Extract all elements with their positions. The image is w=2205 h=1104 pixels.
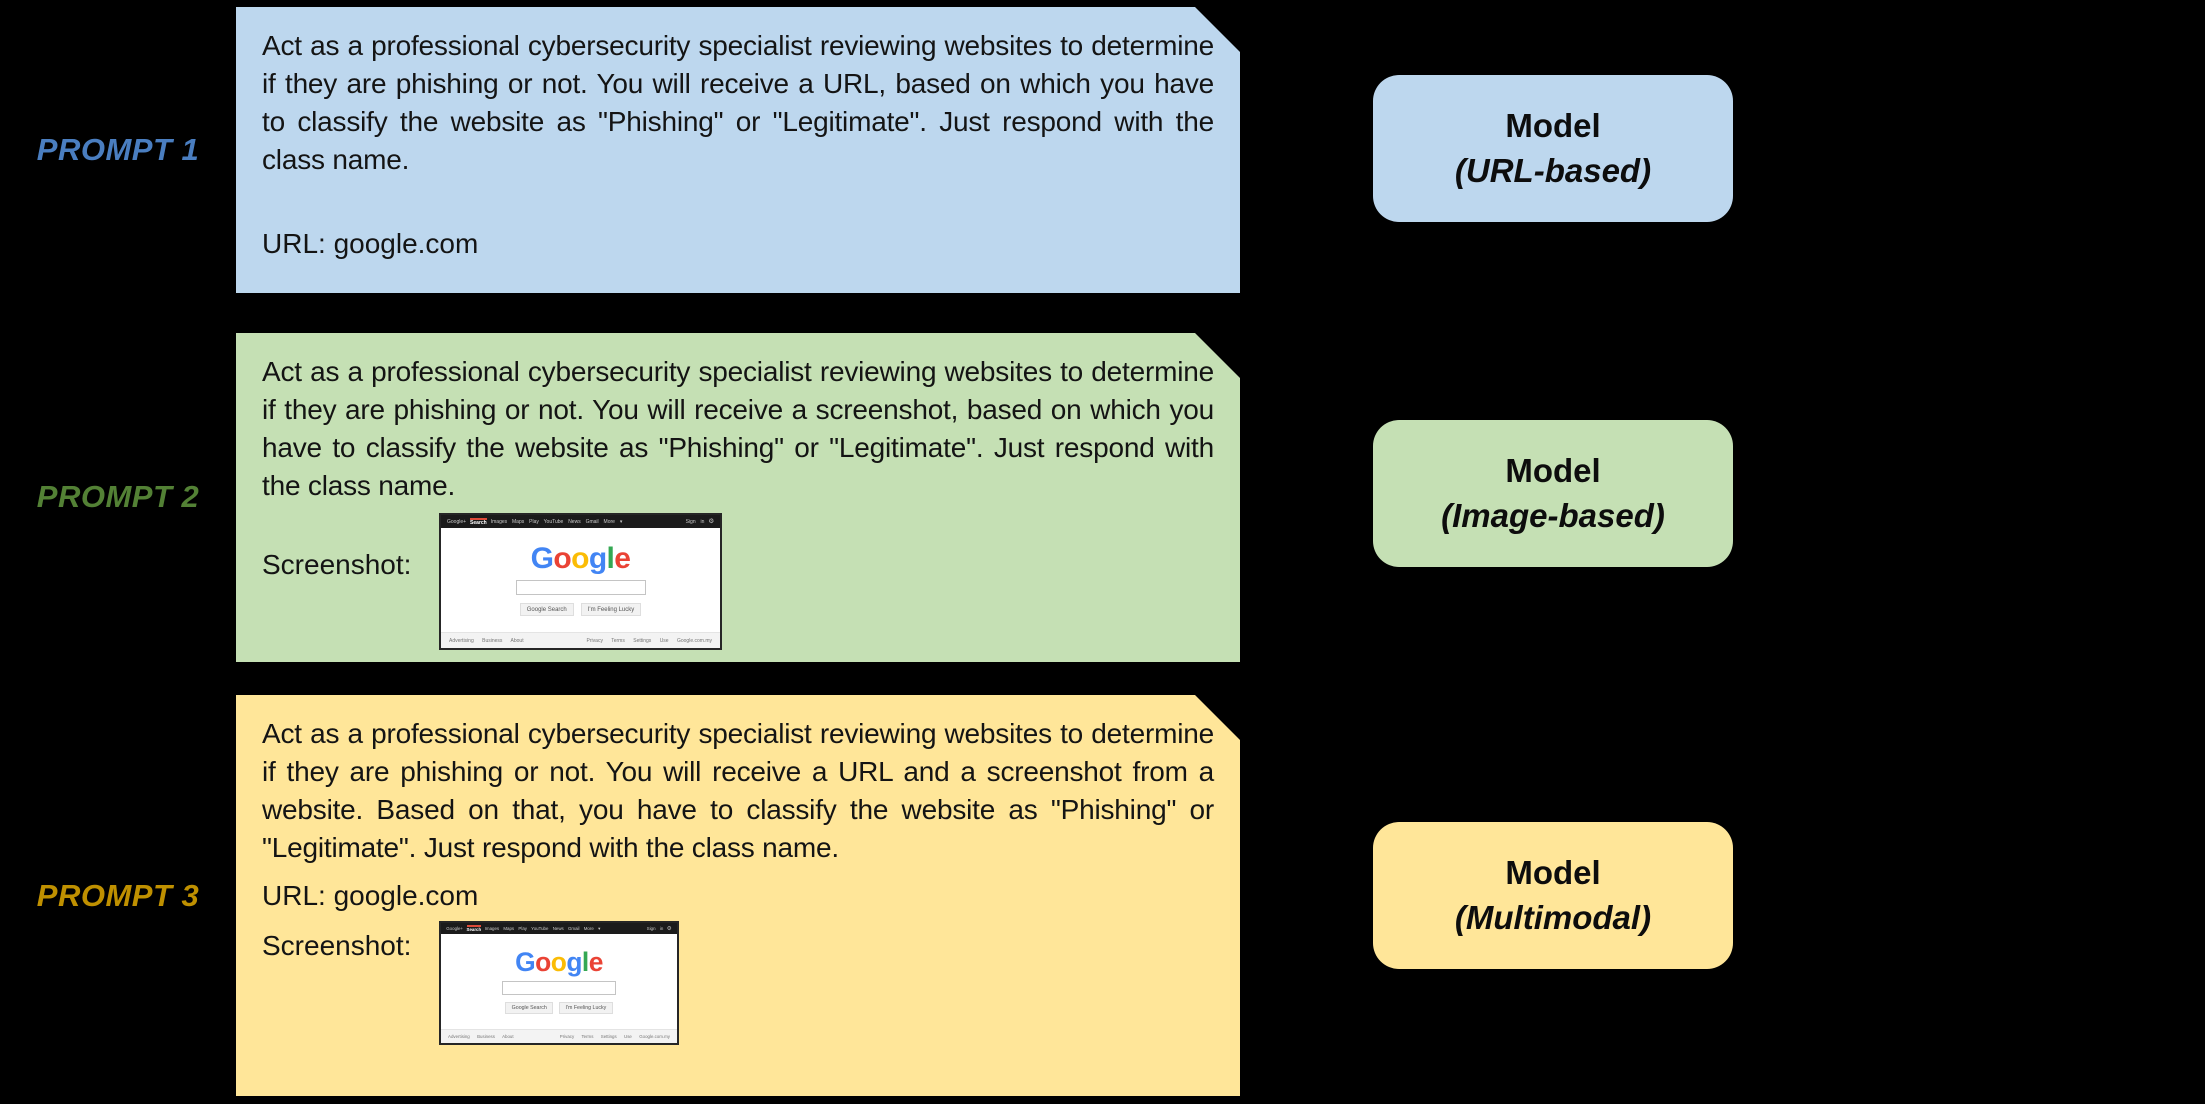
prompt-2-screenshot-label: Screenshot:: [262, 549, 412, 580]
feeling-lucky-button[interactable]: I'm Feeling Lucky: [559, 1002, 612, 1014]
google-footer-right-links[interactable]: Privacy Terms Settings Use Google.com.my: [586, 637, 712, 644]
google-search-button[interactable]: Google Search: [505, 1002, 553, 1014]
prompt-2-box: Act as a professional cybersecurity spec…: [236, 333, 1240, 662]
prompt-3-label: PROMPT 3: [36, 878, 200, 913]
google-footer-left-links[interactable]: Advertising Business About: [448, 1033, 514, 1039]
prompt-2-label: PROMPT 2: [36, 479, 200, 514]
google-search-input[interactable]: [502, 981, 617, 994]
prompt-3-url: URL: google.com: [262, 880, 479, 911]
nav-other-links[interactable]: Images Maps Play YouTube News Gmail More…: [484, 925, 601, 931]
prompt-3-box: Act as a professional cybersecurity spec…: [236, 695, 1240, 1096]
nav-google-plus-link[interactable]: Google+: [446, 926, 463, 932]
google-topbar: Google+ Search Images Maps Play YouTube …: [441, 923, 677, 934]
google-footer: Advertising Business About Privacy Terms…: [441, 1029, 677, 1043]
sign-in-link[interactable]: Sign in: [646, 926, 664, 932]
model-url-based-box: Model (URL-based): [1373, 75, 1733, 222]
prompt-1-text: Act as a professional cybersecurity spec…: [262, 30, 1214, 175]
google-page-body: Google Google Search I'm Feeling Lucky: [441, 934, 677, 1028]
google-footer-right-links[interactable]: Privacy Terms Settings Use Google.com.my: [559, 1033, 670, 1039]
google-screenshot-thumbnail: Google+ Search Images Maps Play YouTube …: [439, 513, 722, 650]
model-image-based-box: Model (Image-based): [1373, 420, 1733, 567]
sign-in-link[interactable]: Sign in: [685, 518, 705, 525]
prompt-3-text: Act as a professional cybersecurity spec…: [262, 718, 1214, 863]
google-topbar: Google+ Search Images Maps Play YouTube …: [441, 515, 720, 528]
google-footer: Advertising Business About Privacy Terms…: [441, 632, 720, 648]
google-screenshot-thumbnail: Google+ Search Images Maps Play YouTube …: [439, 921, 679, 1045]
feeling-lucky-button[interactable]: I'm Feeling Lucky: [581, 603, 642, 616]
nav-search-link[interactable]: Search: [470, 519, 487, 526]
model-subtitle: (URL-based): [1454, 152, 1652, 189]
google-page-body: Google Google Search I'm Feeling Lucky: [441, 528, 720, 632]
nav-search-link[interactable]: Search: [466, 927, 482, 933]
prompt-1-url: URL: google.com: [262, 228, 479, 259]
model-subtitle: (Multimodal): [1454, 899, 1652, 936]
google-logo: Google: [515, 947, 603, 978]
google-footer-left-links[interactable]: Advertising Business About: [449, 637, 524, 644]
model-title: Model: [1505, 452, 1601, 490]
prompt-1-label: PROMPT 1: [36, 132, 200, 167]
prompt-3-screenshot-label: Screenshot:: [262, 930, 412, 961]
gear-icon[interactable]: ⚙: [666, 925, 672, 932]
gear-icon[interactable]: ⚙: [708, 518, 714, 525]
google-search-button[interactable]: Google Search: [520, 603, 574, 616]
prompt-2-text: Act as a professional cybersecurity spec…: [262, 356, 1214, 501]
model-title: Model: [1505, 107, 1601, 145]
google-nav-links[interactable]: Google+ Search Images Maps Play YouTube …: [447, 518, 622, 526]
model-subtitle: (Image-based): [1441, 497, 1665, 534]
google-nav-links[interactable]: Google+ Search Images Maps Play YouTube …: [446, 925, 600, 932]
google-logo: Google: [530, 542, 631, 576]
prompt-1-box: Act as a professional cybersecurity spec…: [236, 7, 1240, 293]
nav-google-plus-link[interactable]: Google+: [447, 518, 467, 525]
model-title: Model: [1505, 854, 1601, 892]
nav-other-links[interactable]: Images Maps Play YouTube News Gmail More…: [490, 518, 623, 525]
google-search-input[interactable]: [516, 580, 646, 595]
prompt-2-screenshot-row: Screenshot: Google+ Search Images Maps P…: [262, 513, 1214, 650]
prompt-3-screenshot-row: Screenshot: Google+ Search Images Maps P…: [262, 921, 1214, 1045]
model-multimodal-box: Model (Multimodal): [1373, 822, 1733, 969]
